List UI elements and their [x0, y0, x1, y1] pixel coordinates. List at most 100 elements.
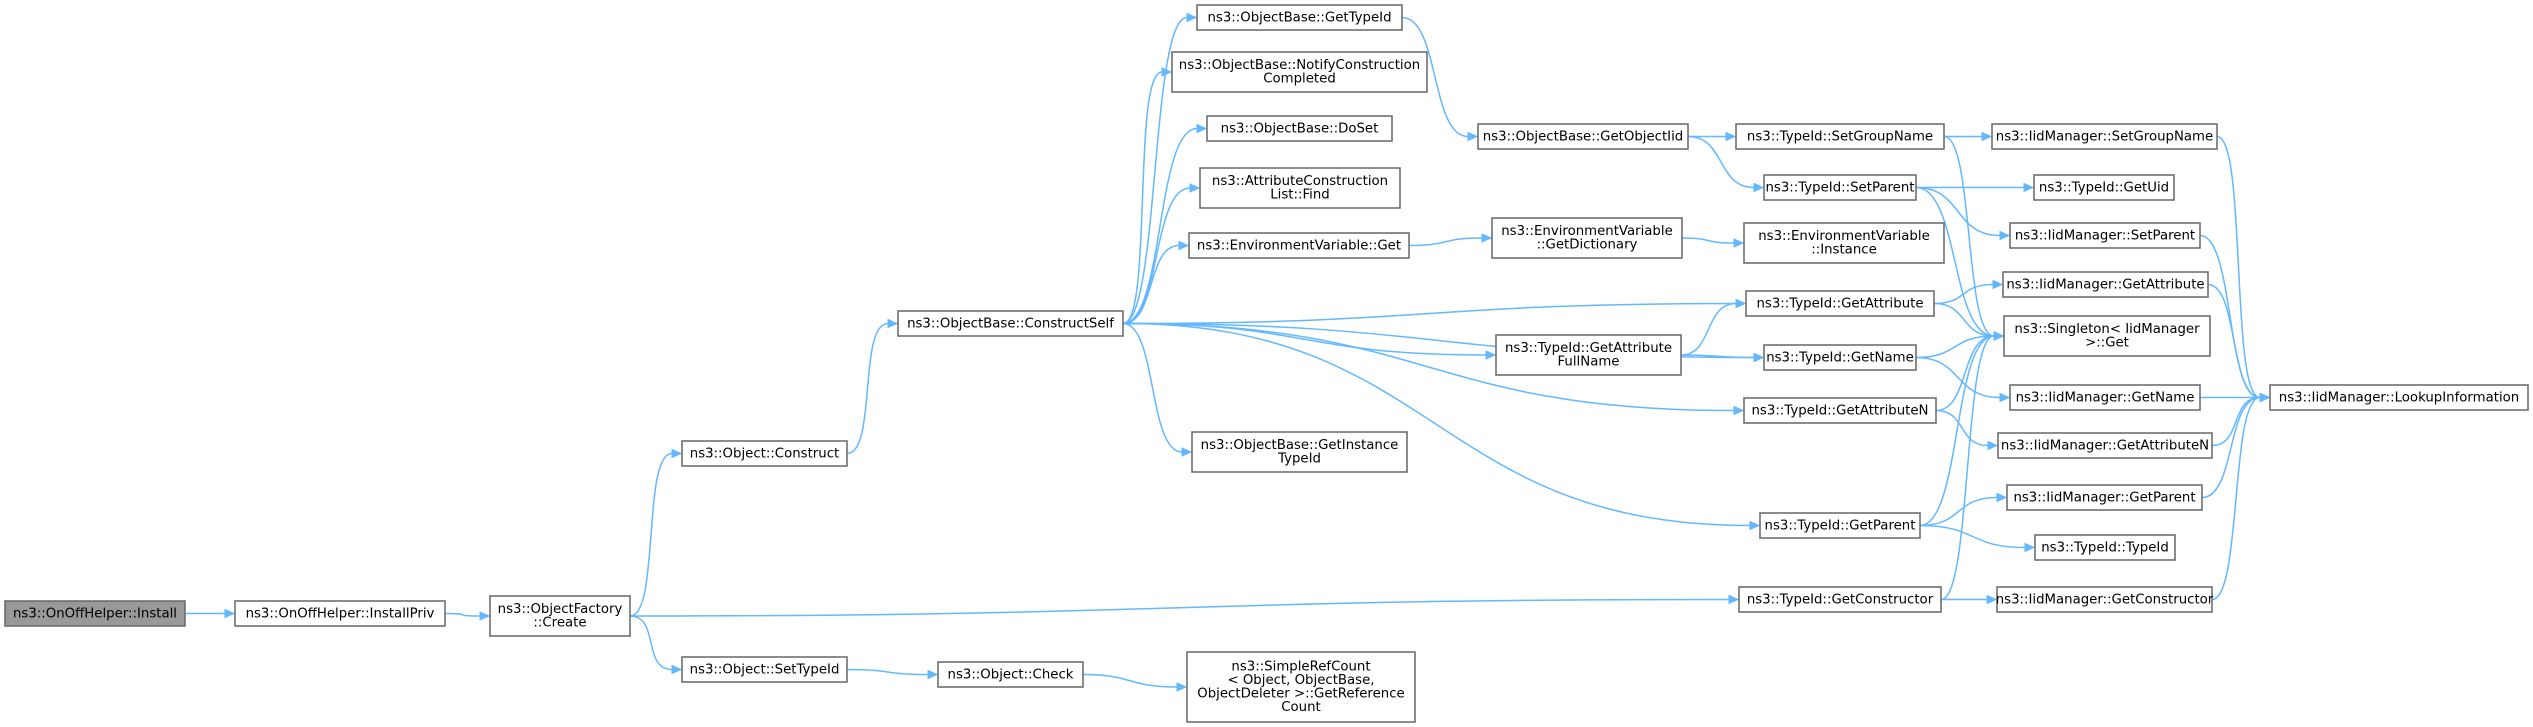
edge-tid-getparent-to-tid-typeid: [1919, 524, 2036, 553]
node-box: [1495, 334, 1682, 376]
edge-arrowhead: [1161, 67, 1173, 77]
edge-arrowhead: [671, 448, 683, 459]
node-iid-getattributen[interactable]: ns3::IidManager::GetAttributeN: [1997, 432, 2213, 459]
node-label: ns3::Singleton< IidManager: [2014, 322, 2200, 337]
node-label: ns3::Object::Check: [948, 667, 1074, 682]
node-tid-getname[interactable]: ns3::TypeId::GetName: [1763, 344, 1917, 371]
node-label: ns3::ObjectBase::GetObjectIid: [1483, 129, 1683, 144]
node-label: ns3::IidManager::GetConstructor: [1996, 592, 2214, 607]
node-label: ns3::ObjectBase::GetInstance: [1201, 438, 1399, 453]
edge-line: [1919, 496, 1998, 527]
edge-arrowhead: [1733, 238, 1745, 248]
edge-arrowhead: [1176, 682, 1188, 692]
edge-ob-constructself-to-tid-getparent: [1122, 322, 1761, 531]
edge-ob-getobjectiid-to-tid-setparent: [1687, 135, 1765, 193]
edge-line: [1919, 524, 2026, 549]
edge-tid-setgroupname-to-iid-setgroupname: [1944, 131, 1993, 142]
node-box: [1191, 431, 1408, 473]
edge-line: [846, 668, 929, 676]
node-box: [1196, 4, 1403, 31]
edge-tid-getparent-to-singleton-get: [1919, 331, 2005, 527]
node-srefcount[interactable]: ns3::SimpleRefCount< Object, ObjectBase,…: [1186, 651, 1416, 723]
node-iid-setparent[interactable]: ns3::IidManager::SetParent: [2009, 222, 2201, 249]
node-label: Completed: [1263, 72, 1336, 87]
node-label: ns3::ObjectBase::ConstructSelf: [907, 316, 1114, 331]
edge-line: [1933, 283, 1994, 305]
node-tid-getuid[interactable]: ns3::TypeId::GetUid: [2033, 174, 2175, 201]
edge-arrowhead: [1993, 331, 2005, 341]
edge-arrowhead: [479, 611, 491, 621]
edge-oo-install-to-oo-installpriv: [184, 608, 236, 619]
node-oo-installpriv[interactable]: ns3::OnOffHelper::InstallPriv: [234, 600, 446, 627]
node-label: ns3::ObjectBase::GetTypeId: [1207, 10, 1391, 25]
edge-line: [1935, 409, 1989, 447]
node-label: ns3::TypeId::GetUid: [2039, 180, 2169, 195]
node-box: [1491, 217, 1683, 259]
node-ob-doset[interactable]: ns3::ObjectBase::DoSet: [1206, 115, 1393, 142]
node-of-create[interactable]: ns3::ObjectFactory::Create: [489, 595, 631, 637]
node-ob-notify[interactable]: ns3::ObjectBase::NotifyConstructionCompl…: [1171, 51, 1428, 93]
node-tid-typeid[interactable]: ns3::TypeId::TypeId: [2034, 534, 2176, 561]
edge-arrowhead: [1749, 520, 1761, 531]
edge-arrowhead: [1753, 352, 1765, 363]
node-ev-get[interactable]: ns3::EnvironmentVariable::Get: [1188, 232, 1410, 259]
edge-line: [1933, 302, 1995, 337]
node-ev-instance[interactable]: ns3::EnvironmentVariable::Instance: [1743, 222, 1945, 264]
node-iid-getconstructor[interactable]: ns3::IidManager::GetConstructor: [1996, 586, 2214, 613]
edge-arrowhead: [927, 669, 939, 680]
node-box: [1991, 123, 2218, 150]
node-ob-constructself[interactable]: ns3::ObjectBase::ConstructSelf: [897, 310, 1124, 337]
edge-line: [1122, 322, 1735, 412]
edge-arrowhead: [1481, 233, 1493, 243]
edge-arrowhead: [1996, 492, 2008, 503]
node-box: [2002, 271, 2209, 298]
edge-tid-getparent-to-iid-getparent: [1919, 492, 2008, 527]
edge-arrowhead: [2259, 392, 2271, 403]
node-iid-setgroupname[interactable]: ns3::IidManager::SetGroupName: [1991, 123, 2218, 150]
node-tid-setparent[interactable]: ns3::TypeId::SetParent: [1763, 174, 1917, 201]
edge-line: [1408, 237, 1483, 247]
node-ob-getobjectiid[interactable]: ns3::ObjectBase::GetObjectIid: [1477, 123, 1689, 150]
edge-line: [629, 598, 1730, 617]
node-singleton-get[interactable]: ns3::Singleton< IidManager >::Get: [2003, 315, 2211, 357]
node-label: ::Create: [533, 616, 586, 631]
node-tid-getparent[interactable]: ns3::TypeId::GetParent: [1759, 512, 1921, 539]
node-label: ns3::ObjectFactory: [498, 602, 623, 617]
edge-line: [1122, 71, 1163, 325]
node-iid-getparent[interactable]: ns3::IidManager::GetParent: [2006, 484, 2203, 511]
node-obj-construct[interactable]: ns3::Object::Construct: [681, 440, 848, 467]
node-tid-getattribute[interactable]: ns3::TypeId::GetAttribute: [1745, 290, 1935, 317]
edge-obj-settypeid-to-obj-check: [846, 668, 939, 680]
node-label: List::Find: [1270, 188, 1329, 203]
edge-line: [2201, 396, 2261, 499]
edge-arrowhead: [1181, 447, 1193, 457]
edge-line: [2211, 396, 2261, 447]
edge-arrowhead: [887, 318, 899, 329]
edge-arrowhead: [2024, 542, 2036, 553]
edge-arrowhead: [1467, 131, 1479, 142]
node-ob-gettypeid[interactable]: ns3::ObjectBase::GetTypeId: [1196, 4, 1403, 31]
node-obj-check[interactable]: ns3::Object::Check: [937, 661, 1084, 688]
edge-obj-check-to-srefcount: [1082, 673, 1188, 692]
node-tid-getattributen[interactable]: ns3::TypeId::GetAttributeN: [1743, 397, 1937, 424]
node-label: >::Get: [2085, 336, 2129, 351]
node-tid-getconstructor[interactable]: ns3::TypeId::GetConstructor: [1738, 586, 1942, 613]
node-box: [2003, 315, 2211, 357]
node-obj-settypeid[interactable]: ns3::Object::SetTypeId: [681, 656, 848, 683]
node-iid-getname[interactable]: ns3::IidManager::GetName: [2009, 384, 2201, 411]
edge-line: [1122, 322, 1183, 453]
node-label: ns3::Object::Construct: [690, 446, 839, 461]
node-tid-setgroupname[interactable]: ns3::TypeId::SetGroupName: [1735, 123, 1945, 150]
node-iid-getattribute[interactable]: ns3::IidManager::GetAttribute: [2002, 271, 2209, 298]
node-label: ns3::IidManager::GetParent: [2013, 490, 2195, 505]
node-ev-getdict[interactable]: ns3::EnvironmentVariable::GetDictionary: [1491, 217, 1683, 259]
node-box: [681, 656, 848, 683]
edge-tid-getconstructor-to-iid-getconstructor: [1940, 594, 1998, 605]
node-label: Count: [1281, 700, 1321, 715]
node-iid-lookup[interactable]: ns3::IidManager::LookupInformation: [2269, 384, 2529, 411]
node-label: TypeId: [1277, 452, 1321, 467]
